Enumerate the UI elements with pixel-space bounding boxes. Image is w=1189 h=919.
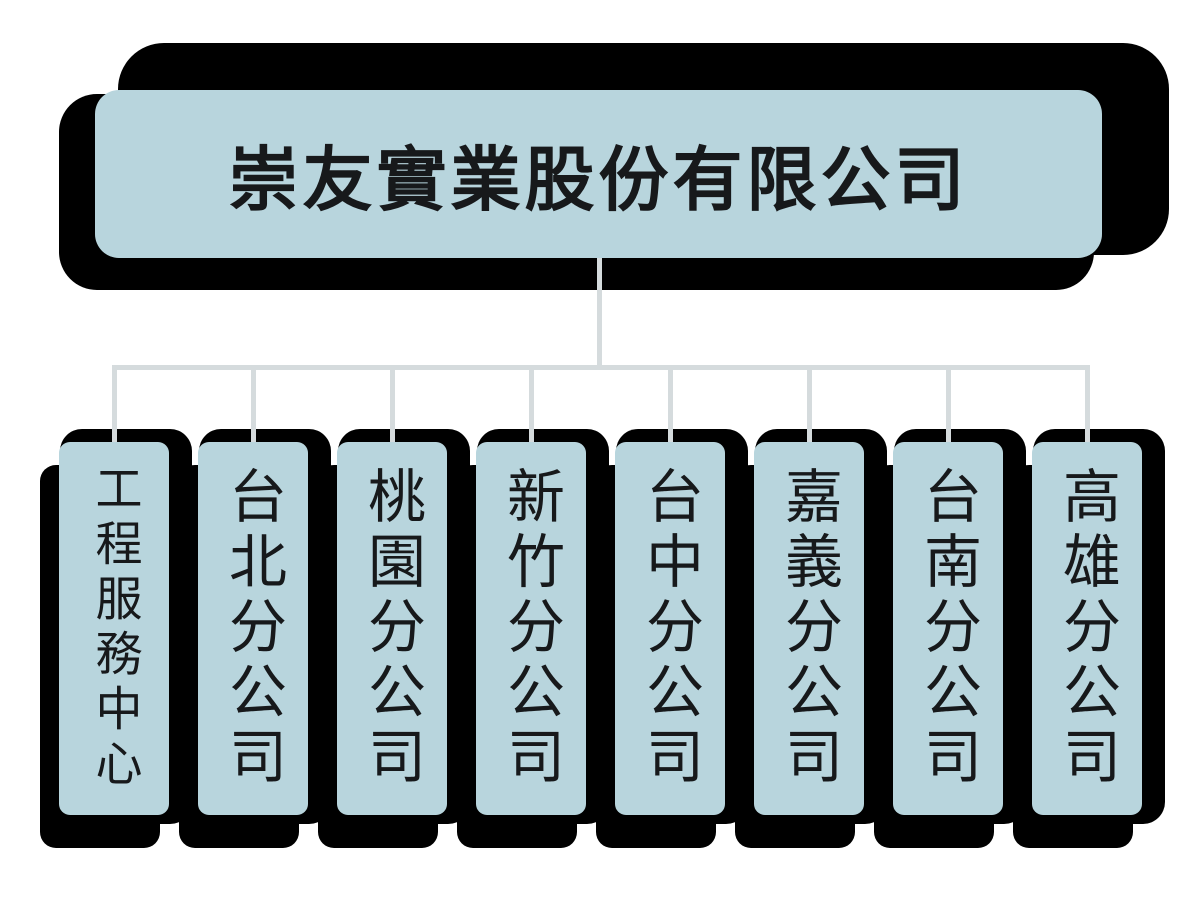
org-child-label: 高雄分公司 [1053, 466, 1121, 791]
connector-drop-4 [529, 365, 534, 442]
connector-drop-1 [112, 365, 117, 442]
connector-drop-3 [390, 365, 395, 442]
org-child-node-kaohsiung-branch: 高雄分公司 [1032, 442, 1142, 815]
connector-drop-2 [251, 365, 256, 442]
org-child-label: 台北分公司 [219, 466, 287, 791]
org-child-node-chiayi-branch: 嘉義分公司 [754, 442, 864, 815]
org-child-label: 工程服務中心 [86, 463, 142, 794]
org-child-node-taipei-branch: 台北分公司 [198, 442, 308, 815]
org-child-label: 新竹分公司 [497, 466, 565, 791]
org-child-node-taoyuan-branch: 桃園分公司 [337, 442, 447, 815]
org-child-node-taichung-branch: 台中分公司 [615, 442, 725, 815]
org-root-label: 崇友實業股份有限公司 [228, 138, 969, 221]
org-child-node-engineering-service-center: 工程服務中心 [59, 442, 169, 815]
org-child-label: 台中分公司 [636, 466, 704, 791]
connector-drop-8 [1085, 365, 1090, 442]
org-child-node-hsinchu-branch: 新竹分公司 [476, 442, 586, 815]
org-child-label: 台南分公司 [914, 466, 982, 791]
connector-trunk [597, 258, 602, 368]
connector-drop-6 [807, 365, 812, 442]
org-child-node-tainan-branch: 台南分公司 [893, 442, 1003, 815]
org-child-label: 桃園分公司 [358, 466, 426, 791]
org-root-node: 崇友實業股份有限公司 [95, 90, 1102, 258]
connector-drop-7 [946, 365, 951, 442]
org-child-label: 嘉義分公司 [775, 466, 843, 791]
connector-bus [112, 365, 1090, 370]
connector-drop-5 [668, 365, 673, 442]
